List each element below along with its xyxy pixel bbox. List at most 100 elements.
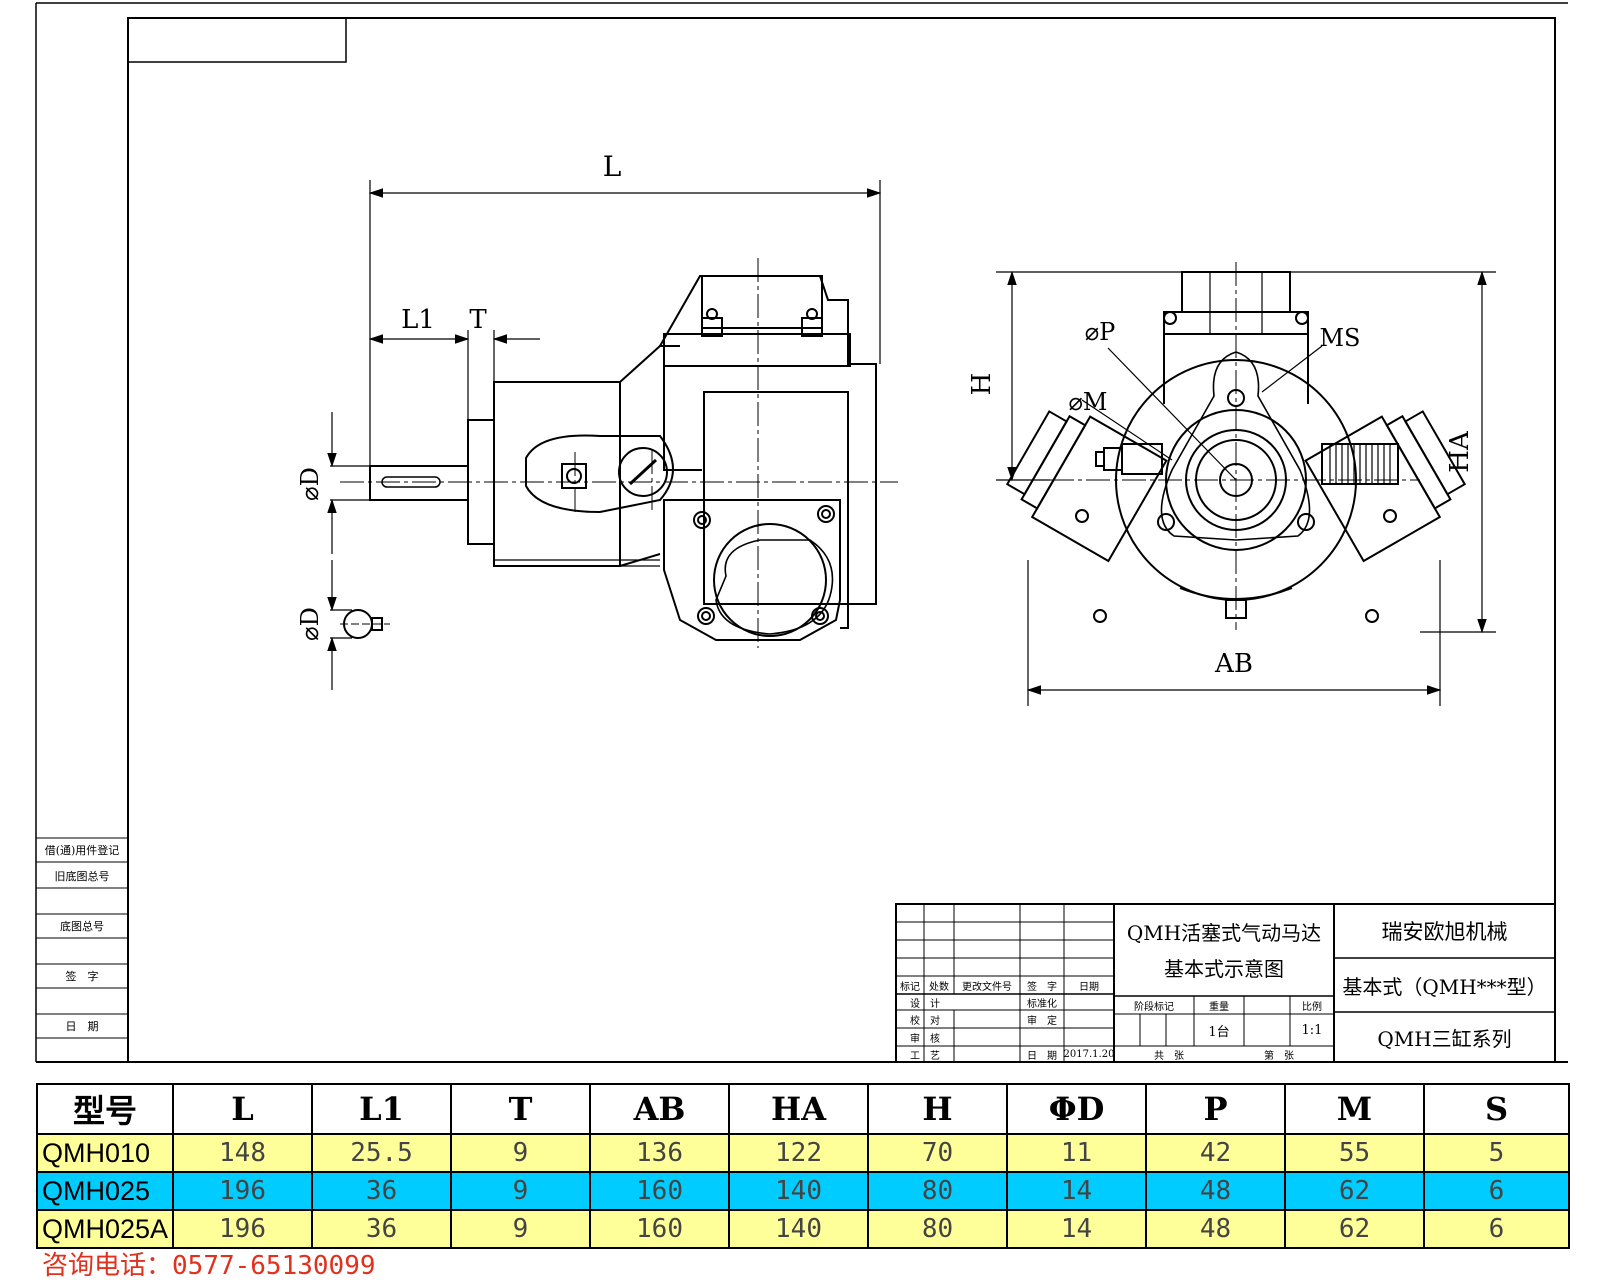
spec-cell-model: QMH010	[36, 1133, 174, 1173]
spec-header-HA: HA	[728, 1083, 869, 1135]
tb-check-label: 校 对	[910, 1015, 940, 1027]
side-label-date: 日 期	[65, 1020, 99, 1033]
dim-D-label-1: ⌀D	[296, 467, 324, 501]
tb-sheet-no: 第 张	[1264, 1050, 1294, 1062]
title-block-grid	[895, 903, 1556, 1063]
side-view	[340, 258, 898, 648]
tb-date-value: 2017.1.20	[1063, 1048, 1115, 1060]
spec-cell-value: 148	[172, 1133, 313, 1173]
spec-cell-model: QMH025A	[36, 1209, 174, 1249]
spec-cell-value: 36	[311, 1209, 452, 1249]
spec-cell-value: 122	[728, 1133, 869, 1173]
tb-date-label: 日 期	[1027, 1050, 1057, 1062]
side-view-dimensions	[327, 180, 882, 690]
contact-phone-label: 咨询电话：	[42, 1251, 173, 1281]
spec-cell-value: 48	[1145, 1171, 1286, 1211]
tb-qty-value: 1台	[1208, 1024, 1230, 1040]
spec-header-S: S	[1423, 1083, 1570, 1135]
spec-cell-value: 48	[1145, 1209, 1286, 1249]
dim-L-label: L	[603, 150, 622, 183]
spec-cell-value: 160	[589, 1209, 730, 1249]
engineering-drawing: L L1 T ⌀D ⌀D	[35, 2, 1568, 1063]
spec-cell-value: 42	[1145, 1133, 1286, 1173]
rev-header-doc: 更改文件号	[962, 981, 1012, 993]
spec-cell-value: 9	[450, 1133, 591, 1173]
drawing-title-line2: 基本式示意图	[1164, 956, 1284, 981]
spec-cell-value: 14	[1006, 1171, 1147, 1211]
spec-cell-value: 80	[867, 1171, 1008, 1211]
spec-cell-value: 9	[450, 1209, 591, 1249]
spec-cell-value: 136	[589, 1133, 730, 1173]
dim-M-label: ⌀M	[1068, 388, 1107, 416]
tb-stage-label: 阶段标记	[1134, 1001, 1174, 1013]
side-label-borrowed: 借(通)用件登记	[44, 844, 120, 857]
company-name: 瑞安欧旭机械	[1381, 920, 1508, 944]
spec-header-AB: AB	[589, 1083, 730, 1135]
drawing-series: QMH三缸系列	[1377, 1026, 1512, 1051]
rev-header-sign: 签 字	[1027, 981, 1057, 993]
spec-cell-value: 11	[1006, 1133, 1147, 1173]
spec-cell-value: 25.5	[311, 1133, 452, 1173]
spec-header-L1: L1	[311, 1083, 452, 1135]
tb-weight-label: 重量	[1209, 1001, 1229, 1013]
spec-cell-value: 9	[450, 1171, 591, 1211]
dim-P-label: ⌀P	[1085, 318, 1116, 346]
contact-phone: 咨询电话：0577-65130099	[42, 1245, 376, 1282]
spec-cell-value: 140	[728, 1209, 869, 1249]
front-view	[1005, 262, 1467, 630]
rev-header-count: 处数	[929, 981, 949, 993]
dim-H-label: H	[967, 373, 997, 396]
tb-design-label: 设 计	[910, 998, 940, 1010]
tb-approve-label: 审 定	[1027, 1015, 1057, 1027]
tb-process-label: 工 艺	[910, 1050, 940, 1062]
spec-cell-model: QMH025	[36, 1171, 174, 1211]
spec-header-H: H	[867, 1083, 1008, 1135]
side-label-old-drawing-no: 旧底图总号	[54, 870, 110, 883]
tb-sheet-total: 共 张	[1154, 1050, 1184, 1062]
tb-standard-label: 标准化	[1027, 998, 1057, 1010]
dim-L1-label: L1	[401, 305, 435, 335]
spec-cell-value: 6	[1423, 1209, 1570, 1249]
contact-phone-number: 0577-65130099	[172, 1251, 376, 1281]
spec-cell-value: 5	[1423, 1133, 1570, 1173]
spec-cell-value: 14	[1006, 1209, 1147, 1249]
spec-cell-value: 196	[172, 1171, 313, 1211]
spec-cell-value: 62	[1284, 1209, 1425, 1249]
front-view-dimensions	[996, 270, 1496, 706]
spec-cell-value: 62	[1284, 1171, 1425, 1211]
spec-header-T: T	[450, 1083, 591, 1135]
dim-AB-label: AB	[1214, 649, 1253, 679]
dim-T-label: T	[469, 305, 487, 335]
spec-cell-value: 6	[1423, 1171, 1570, 1211]
dim-MS-label: MS	[1319, 324, 1360, 352]
tb-review-label: 审 核	[910, 1033, 940, 1045]
dim-HA-label: HA	[1445, 430, 1475, 473]
spec-cell-value: 80	[867, 1209, 1008, 1249]
spec-cell-value: 55	[1284, 1133, 1425, 1173]
tb-ratio-value: 1:1	[1301, 1022, 1323, 1038]
side-label-signature: 签 字	[65, 970, 99, 983]
spec-header-P: P	[1145, 1083, 1286, 1135]
spec-cell-value: 160	[589, 1171, 730, 1211]
side-label-drawing-no: 底图总号	[60, 920, 104, 933]
spec-header-model: 型号	[36, 1083, 174, 1135]
drawing-type: 基本式（QMH***型）	[1342, 974, 1547, 999]
dim-D-label-2: ⌀D	[296, 607, 324, 641]
spec-header-row: 型号 L L1 T AB HA H ΦD P M S	[36, 1083, 1570, 1135]
spec-cell-value: 36	[311, 1171, 452, 1211]
rev-header-mark: 标记	[900, 981, 920, 993]
rev-header-date: 日期	[1079, 981, 1099, 993]
drawing-title-line1: QMH活塞式气动马达	[1126, 920, 1322, 945]
tb-ratio-label: 比例	[1302, 1001, 1322, 1013]
spec-cell-value: 140	[728, 1171, 869, 1211]
spec-header-L: L	[172, 1083, 313, 1135]
spec-header-D: ΦD	[1006, 1083, 1147, 1135]
side-panel-lines	[36, 837, 128, 1039]
spec-cell-value: 196	[172, 1209, 313, 1249]
spec-cell-value: 70	[867, 1133, 1008, 1173]
spec-header-M: M	[1284, 1083, 1425, 1135]
